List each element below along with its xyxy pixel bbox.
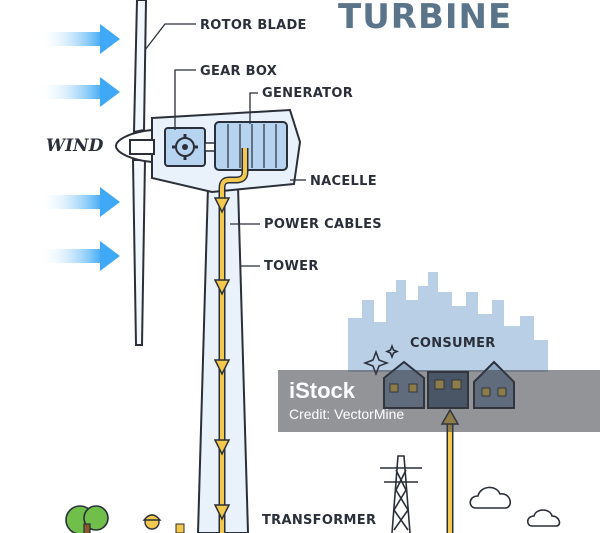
label-tower: TOWER	[264, 259, 319, 274]
gear-box	[164, 127, 216, 167]
diagram-title: TURBINE	[338, 0, 512, 37]
label-generator: GENERATOR	[262, 86, 353, 101]
watermark: iStock Credit: VectorMine	[278, 370, 600, 432]
flow-arrow	[213, 439, 231, 456]
tree	[65, 505, 109, 533]
transmission-pylon	[380, 455, 422, 533]
cloud-icon	[469, 486, 561, 527]
label-rotor-blade: ROTOR BLADE	[200, 18, 307, 33]
wind-arrow-4	[38, 241, 120, 271]
label-gear-box: GEAR BOX	[200, 64, 277, 79]
wind-arrows	[38, 24, 120, 271]
label-power-cables: POWER CABLES	[264, 217, 382, 232]
label-transformer: TRANSFORMER	[262, 513, 376, 528]
label-nacelle: NACELLE	[310, 174, 377, 189]
worker-figure	[142, 514, 185, 533]
flow-arrow	[213, 279, 231, 296]
wind-arrow-1	[38, 24, 120, 54]
watermark-brand: iStock	[289, 378, 356, 403]
generator	[214, 121, 288, 171]
city-skyline	[348, 272, 548, 372]
rotor-hub	[114, 128, 155, 164]
label-consumer: CONSUMER	[410, 336, 496, 351]
leader-lines	[144, 23, 306, 267]
flow-arrow	[213, 504, 231, 521]
wind-arrow-2	[38, 77, 120, 107]
wind-arrow-3	[38, 187, 120, 217]
flow-arrow	[213, 197, 231, 214]
wind-label: WIND	[46, 136, 104, 156]
power-flow-line	[213, 148, 249, 533]
flow-arrow	[213, 359, 231, 376]
watermark-credit: Credit: VectorMine	[289, 406, 404, 422]
rotor-blades	[131, 0, 148, 346]
